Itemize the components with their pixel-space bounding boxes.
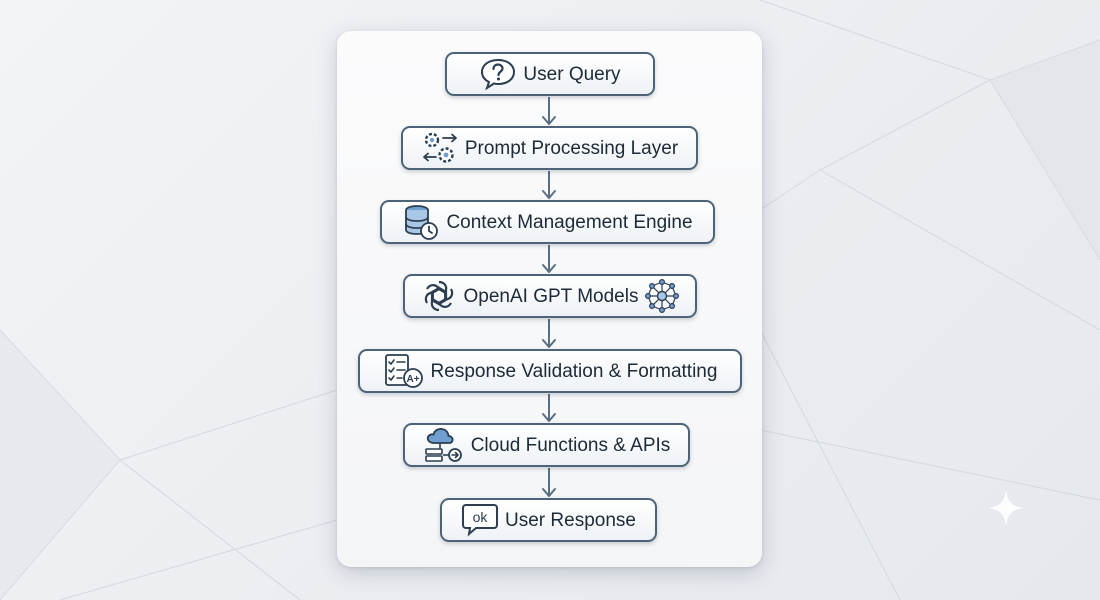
ok-text: ok <box>473 509 489 525</box>
node-label: Prompt Processing Layer <box>464 137 679 159</box>
question-bubble-icon <box>481 58 516 91</box>
node-label: Cloud Functions & APIs <box>470 434 671 456</box>
gears-arrows-icon <box>422 132 457 163</box>
node-label: Response Validation & Formatting <box>430 360 718 382</box>
cloud-server-icon <box>424 428 462 462</box>
neural-network-icon <box>645 278 680 314</box>
node-label: Context Management Engine <box>446 211 693 233</box>
node-label: User Response <box>505 509 636 531</box>
node-user-query: User Query <box>445 52 655 96</box>
checklist-grade-icon: A+ <box>384 354 423 388</box>
sparkle-icon <box>988 490 1024 526</box>
node-openai-gpt: OpenAI GPT Models <box>403 274 697 318</box>
openai-logo-icon <box>424 280 453 312</box>
node-label: OpenAI GPT Models <box>463 285 639 307</box>
ok-bubble-icon: ok <box>462 504 499 537</box>
node-label: User Query <box>523 63 621 85</box>
node-user-response: ok User Response <box>440 498 657 542</box>
node-cloud-functions: Cloud Functions & APIs <box>403 423 690 467</box>
node-prompt-processing: Prompt Processing Layer <box>401 126 698 170</box>
node-context-management: Context Management Engine <box>380 200 715 244</box>
svg-text:A+: A+ <box>406 374 419 385</box>
database-clock-icon <box>405 205 439 240</box>
node-response-validation: A+ Response Validation & Formatting <box>358 349 742 393</box>
